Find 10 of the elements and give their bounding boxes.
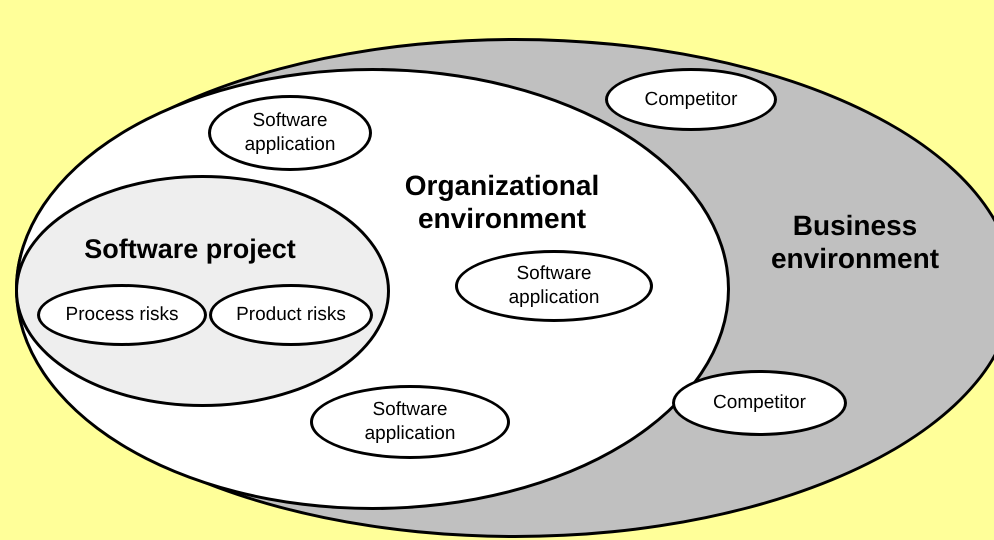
group-title: Organizational environment xyxy=(404,168,600,236)
node-ellipse: Competitor xyxy=(605,68,777,131)
node-ellipse: Software application xyxy=(310,385,510,459)
node-ellipse: Product risks xyxy=(209,284,373,346)
node-ellipse: Software application xyxy=(455,250,653,322)
node-ellipse: Software application xyxy=(208,95,372,171)
group-title: Business environment xyxy=(770,208,940,276)
node-ellipse: Competitor xyxy=(672,370,847,436)
node-ellipse: Process risks xyxy=(37,284,207,346)
group-title: Software project xyxy=(83,234,297,266)
